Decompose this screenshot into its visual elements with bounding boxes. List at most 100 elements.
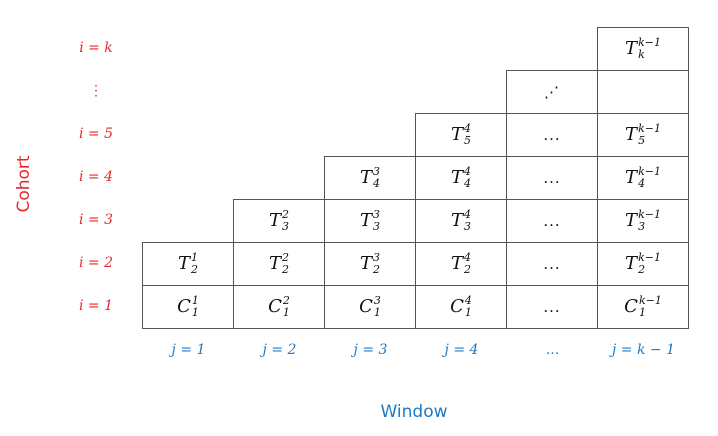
cell-superscript: k−1 xyxy=(638,36,661,50)
cell-subscript: 2 xyxy=(373,263,380,276)
cell-subscript: 4 xyxy=(373,177,380,190)
cell-subscript: 5 xyxy=(464,134,471,147)
cell-symbol: T xyxy=(268,253,281,274)
cell-superscript: 3 xyxy=(373,294,381,308)
cell-superscript: k−1 xyxy=(638,208,661,222)
cell-subscript: 1 xyxy=(282,306,290,319)
cell-symbol: T xyxy=(625,167,638,188)
row-label: i = 4 xyxy=(78,168,113,185)
grid-cell-ellipsis: ... xyxy=(506,199,598,243)
cell-superscript: 4 xyxy=(464,208,471,222)
cell-symbol: T xyxy=(625,124,638,145)
cell-symbol: T xyxy=(450,167,463,188)
ellipsis: ... xyxy=(543,212,561,230)
cell-superscript: 2 xyxy=(282,251,289,265)
cell-subscript: 4 xyxy=(638,177,646,190)
ellipsis: ... xyxy=(543,255,561,273)
row-label: i = 3 xyxy=(78,211,113,228)
row-label: i = 1 xyxy=(78,297,113,314)
column-label: j = 3 xyxy=(353,342,388,358)
cell-superscript: 2 xyxy=(282,294,290,308)
cell-symbol: T xyxy=(625,210,638,231)
cell-superscript: 4 xyxy=(464,165,471,179)
cell-superscript: 4 xyxy=(464,122,471,136)
row-label: i = k xyxy=(79,39,113,56)
cell-symbol: T xyxy=(450,253,463,274)
cell-superscript: k−1 xyxy=(638,294,662,308)
cell-subscript: 1 xyxy=(464,306,472,319)
column-label: ... xyxy=(545,342,560,358)
grid-cell-ellipsis: ... xyxy=(506,285,598,329)
cell-subscript: k xyxy=(638,48,645,61)
cell-symbol: T xyxy=(625,253,638,274)
cell-symbol: C xyxy=(359,296,373,317)
cell-superscript: 3 xyxy=(373,251,380,265)
cell-subscript: 4 xyxy=(464,177,471,190)
cohort-axis-title: Cohort xyxy=(14,155,34,213)
cell-symbol: T xyxy=(450,124,463,145)
cell-subscript: 3 xyxy=(373,220,380,233)
cell-symbol: C xyxy=(624,296,638,317)
ellipsis: ... xyxy=(543,298,561,316)
grid-cell-empty xyxy=(597,70,689,114)
cell-symbol: C xyxy=(177,296,191,317)
cell-subscript: 1 xyxy=(638,306,646,319)
cell-symbol: T xyxy=(359,210,372,231)
cell-subscript: 2 xyxy=(282,263,289,276)
cell-symbol: T xyxy=(268,210,281,231)
cell-symbol: C xyxy=(450,296,464,317)
cell-superscript: 3 xyxy=(373,165,380,179)
cell-subscript: 3 xyxy=(638,220,646,233)
cell-subscript: 3 xyxy=(464,220,471,233)
cell-symbol: T xyxy=(177,253,190,274)
cell-symbol: T xyxy=(450,210,463,231)
row-label: i = 2 xyxy=(78,254,113,271)
column-label: j = 2 xyxy=(262,342,297,358)
ellipsis: ... xyxy=(543,126,561,144)
cell-superscript: 4 xyxy=(464,294,472,308)
cell-subscript: 5 xyxy=(638,134,646,147)
window-axis-title: Window xyxy=(380,402,448,422)
cell-subscript: 3 xyxy=(282,220,289,233)
grid-cell-ellipsis: ⋰ xyxy=(506,70,598,114)
column-label: j = 4 xyxy=(444,342,479,358)
cell-symbol: T xyxy=(359,253,372,274)
cell-subscript: 2 xyxy=(638,263,646,276)
cell-subscript: 2 xyxy=(191,263,198,276)
ellipsis: ⋰ xyxy=(544,83,560,101)
cell-superscript: k−1 xyxy=(638,122,661,136)
cell-superscript: 4 xyxy=(464,251,471,265)
cell-subscript: 1 xyxy=(191,306,199,319)
grid-cell-ellipsis: ... xyxy=(506,156,598,200)
